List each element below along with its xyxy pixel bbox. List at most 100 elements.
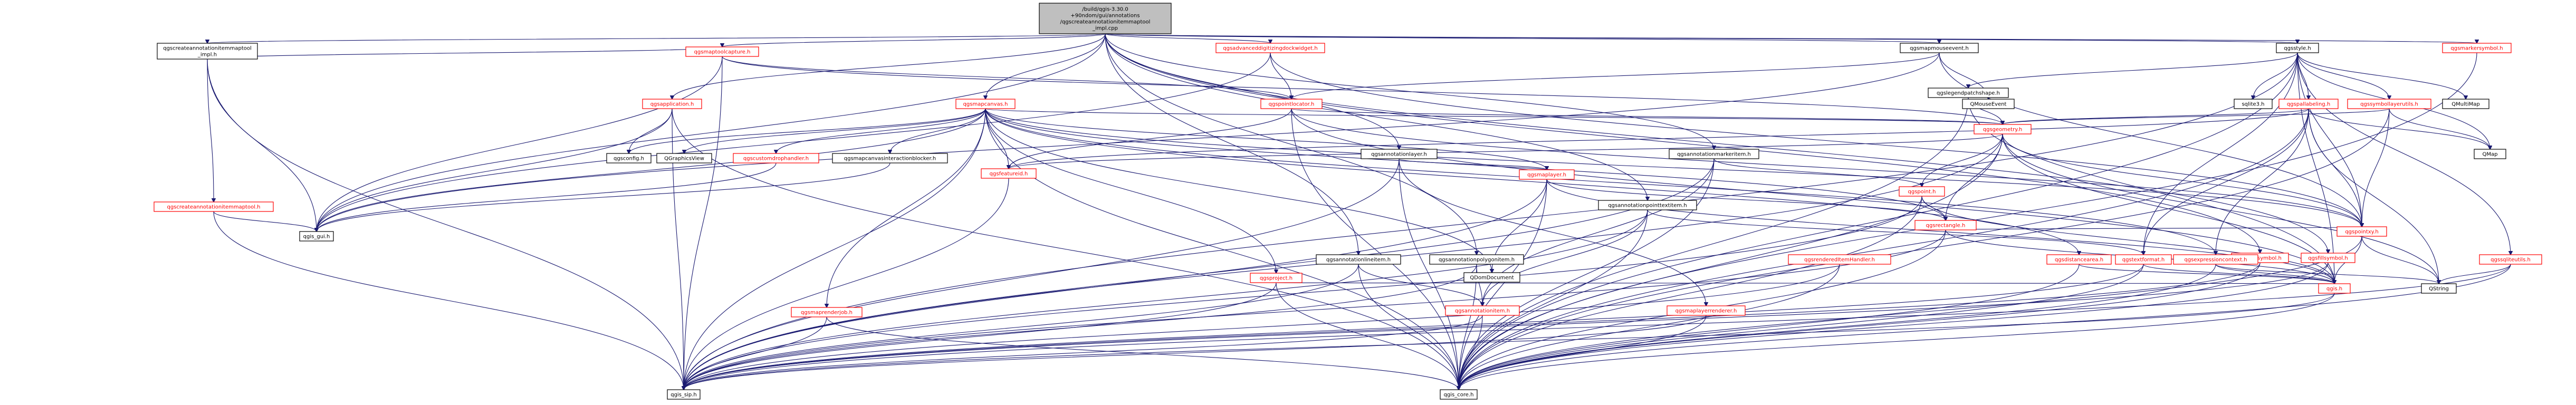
node-annotationpolygonitem_h[interactable]: qgsannotationpolygonitem.h [1429,254,1524,265]
node-project_h[interactable]: qgsproject.h [1250,273,1303,283]
node-box-sqliteutils_h[interactable] [2479,254,2542,265]
node-fillsymbol_h[interactable]: qgsfillsymbol.h [2301,253,2355,263]
node-box-qmultimap[interactable] [2442,99,2489,109]
node-canvasinteractionblocker_h[interactable]: qgsmapcanvasinteractionblocker.h [832,153,948,163]
node-box-application_h[interactable] [642,99,702,109]
node-box-core_h[interactable] [1440,389,1478,400]
node-box-advdig_h[interactable] [1215,43,1325,53]
node-core_h[interactable]: qgis_core.h [1440,389,1478,400]
node-box-canvasinteractionblocker_h[interactable] [832,153,948,163]
node-box-annotationlayer_h[interactable] [1361,149,1438,159]
node-box-featureid_h[interactable] [981,168,1037,179]
node-box-sip_h[interactable] [667,389,701,400]
node-rectangle_h[interactable]: qgsrectangle.h [1914,220,1977,230]
node-legendpatchshape_h[interactable]: qgslegendpatchshape.h [1928,88,2009,98]
node-box-mapcanvas_h[interactable] [955,99,1016,109]
edge-distancearea_h-to-qgis_h [2079,264,2334,284]
node-vertexidhandler_h[interactable]: qgsrenderedItemHandler.h [1788,254,1891,265]
node-box-annotationitem_h[interactable] [1445,305,1520,316]
node-qstring[interactable]: QString [2421,283,2457,294]
node-box-rectangle_h[interactable] [1914,220,1977,230]
node-box-customdrophandler_h[interactable] [733,153,819,163]
node-box-gui_h[interactable] [299,231,334,242]
node-box-cai_tool_h[interactable] [154,201,274,212]
node-qgis_h[interactable]: qgis.h [2318,283,2351,294]
node-box-geometry_h[interactable] [1974,124,2032,134]
node-application_h[interactable]: qgsapplication.h [642,99,702,109]
node-point_h[interactable]: qgspoint.h [1899,186,1945,197]
node-box-qgis_h[interactable] [2318,283,2351,294]
node-box-legendpatchshape_h[interactable] [1928,88,2009,98]
node-distancearea_h[interactable]: qgsdistancearea.h [2046,254,2112,265]
node-box-textformat_h[interactable] [2115,254,2172,265]
node-box-pointxy_h[interactable] [2336,226,2387,237]
node-box-project_h[interactable] [1250,273,1303,283]
node-box-mapmouseevent_h[interactable] [1900,43,1979,53]
node-maplayer_h[interactable]: qgsmaplayer.h [1519,169,1575,180]
node-box-annotationpolygonitem_h[interactable] [1429,254,1524,265]
node-mapmouseevent_h[interactable]: qgsmapmouseevent.h [1900,43,1979,53]
node-box-gpsprocesscontext_h[interactable] [2173,254,2258,265]
node-box-maplayer_h[interactable] [1519,169,1575,180]
node-box-style_h[interactable] [2276,43,2319,53]
node-markersymbol_h[interactable]: qgsmarkersymbol.h [2442,43,2512,53]
node-box-point_h[interactable] [1899,186,1945,197]
node-box-sqlite3_h[interactable] [2234,99,2273,109]
node-gpsprocesscontext_h[interactable]: qgsexpressioncontext.h [2173,254,2258,265]
node-box-root[interactable] [1039,3,1172,34]
node-qgraphicsview[interactable]: QGraphicsView [656,153,712,163]
node-annotationpointtextitem_h[interactable]: qgsannotationpointtextitem.h [1598,200,1697,210]
node-box-distancearea_h[interactable] [2046,254,2112,265]
node-box-annotationpointtextitem_h[interactable] [1598,200,1697,210]
node-root[interactable]: /build/qgis-3.30.0+90ndom/gui/annotation… [1039,3,1172,34]
node-gui_h[interactable]: qgis_gui.h [299,231,334,242]
node-annotationlineitem_h[interactable]: qgsannotationlineitem.h [1316,254,1401,265]
node-box-cai_impl_h[interactable] [157,43,258,60]
node-pointxy_h[interactable]: qgspointxy.h [2336,226,2387,237]
node-textformat_h[interactable]: qgstextformat.h [2115,254,2172,265]
node-style_h[interactable]: qgsstyle.h [2276,43,2319,53]
node-config_h[interactable]: qgsconfig.h [606,153,652,163]
node-mapcanvas_h[interactable]: qgsmapcanvas.h [955,99,1016,109]
node-box-qstring[interactable] [2421,283,2457,294]
node-box-symbollayerutils_h[interactable] [2347,99,2431,109]
node-featureid_h[interactable]: qgsfeatureid.h [981,168,1037,179]
node-maprenderjob_h[interactable]: qgsmaprenderjob.h [791,307,863,317]
node-qmouseevent[interactable]: QMouseEvent [1962,99,2015,109]
node-maptoolcapture_h[interactable]: qgsmaptoolcapture.h [685,46,759,57]
node-qmap[interactable]: QMap [2474,149,2506,159]
node-pointlocator_h[interactable]: qgspointlocator.h [1260,99,1323,109]
node-qdomdocument[interactable]: QDomDocument [1463,272,1520,283]
node-box-maptoolcapture_h[interactable] [685,46,759,57]
node-box-qmap[interactable] [2474,149,2506,159]
node-sip_h[interactable]: qgis_sip.h [667,389,701,400]
node-advdig_h[interactable]: qgsadvanceddigitizingdockwidget.h [1215,43,1325,53]
node-label-cai_impl_h: qgscreateannotationitemmaptool [163,46,252,52]
node-box-pointlocator_h[interactable] [1260,99,1323,109]
node-box-qgraphicsview[interactable] [656,153,712,163]
node-qmultimap[interactable]: QMultiMap [2442,99,2489,109]
node-maplayerrenderer_h[interactable]: qgsmaplayerrenderer.h [1667,305,1746,316]
node-sqliteutils_h[interactable]: qgssqliteutils.h [2479,254,2542,265]
node-box-maplayerrenderer_h[interactable] [1667,305,1746,316]
node-customdrophandler_h[interactable]: qgscustomdrophandler.h [733,153,819,163]
node-cai_impl_h[interactable]: qgscreateannotationitemmaptool_impl.h [157,43,258,60]
node-box-qmouseevent[interactable] [1962,99,2015,109]
node-annotationmarkeritem_h[interactable]: qgsannotationmarkeritem.h [1669,149,1759,159]
node-cai_tool_h[interactable]: qgscreateannotationitemmaptool.h [154,201,274,212]
node-sqlite3_h[interactable]: sqlite3.h [2234,99,2273,109]
node-box-maprenderjob_h[interactable] [791,307,863,317]
node-symbollayerutils_h[interactable]: qgssymbollayerutils.h [2347,99,2431,109]
node-box-annotationlineitem_h[interactable] [1316,254,1401,265]
node-box-annotationmarkeritem_h[interactable] [1669,149,1759,159]
node-geometry_h[interactable]: qgsgeometry.h [1974,124,2032,134]
node-box-fillsymbol_h[interactable] [2301,253,2355,263]
node-annotationitem_h[interactable]: qgsannotationitem.h [1445,305,1520,316]
node-pallabeling_h[interactable]: qgspallabeling.h [2278,99,2339,109]
node-box-pallabeling_h[interactable] [2278,99,2339,109]
node-box-markersymbol_h[interactable] [2442,43,2512,53]
node-annotationlayer_h[interactable]: qgsannotationlayer.h [1361,149,1438,159]
node-box-qdomdocument[interactable] [1463,272,1520,283]
node-box-vertexidhandler_h[interactable] [1788,254,1891,265]
node-box-config_h[interactable] [606,153,652,163]
